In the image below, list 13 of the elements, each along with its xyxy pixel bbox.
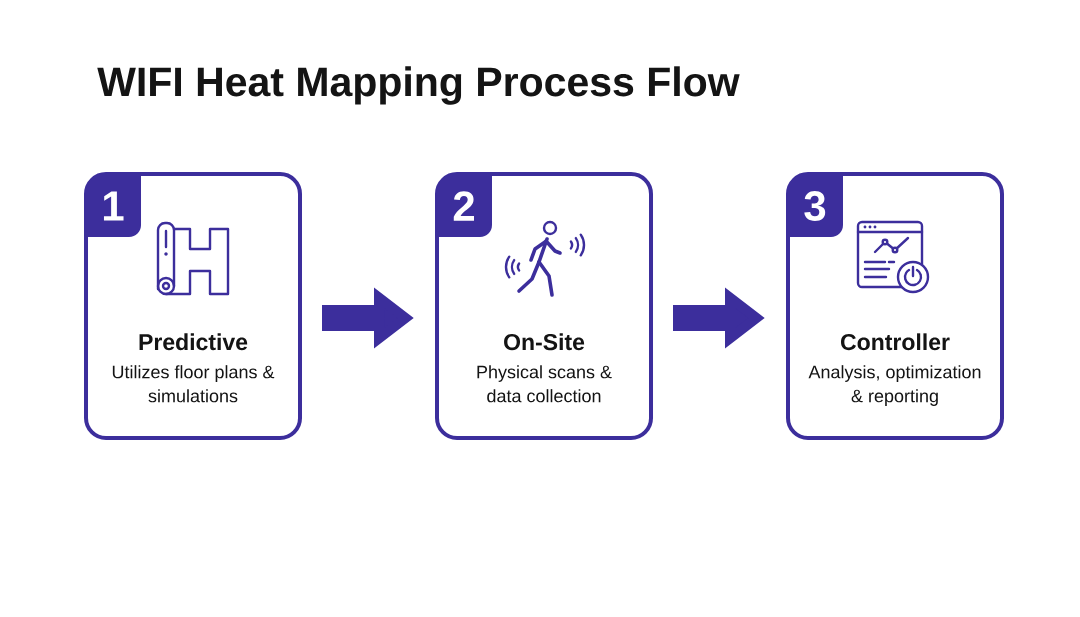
step-title: Controller (841, 333, 950, 351)
step-description: Analysis, optimization & reporting (808, 365, 981, 406)
number-badge: 3 (787, 173, 843, 237)
step-description: Physical scans & data collection (477, 365, 612, 403)
step-title: Predictive (139, 333, 248, 351)
node-label: 1 (103, 191, 124, 221)
node-label: 2 (453, 191, 474, 221)
number-badge: 2 (436, 173, 492, 237)
step-title: On-Site (504, 333, 585, 351)
title: WIFI Heat Mapping Process Flow (97, 66, 740, 105)
step-description: Utilizes floor plans & simulations (112, 365, 275, 403)
node-label: 3 (804, 191, 826, 221)
number-badge: 1 (85, 173, 141, 237)
